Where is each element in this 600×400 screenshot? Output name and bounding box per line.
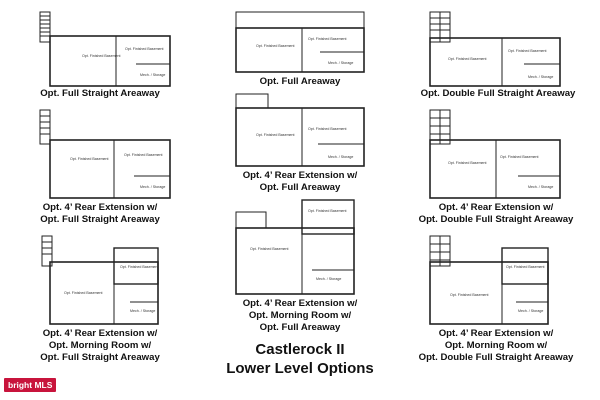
- room-label: Mech. / Storage: [140, 185, 165, 189]
- plan-caption: Opt. 4’ Rear Extension w/ Opt. Morning R…: [396, 328, 596, 364]
- floor-plan-drawing: [39, 11, 171, 87]
- room-label: Opt. Finished Basement: [500, 155, 539, 159]
- room-label: Opt. Finished Basement: [308, 209, 347, 213]
- plan-caption: Opt. Full Straight Areaway: [12, 88, 188, 100]
- caption-line: Opt. 4’ Rear Extension w/: [242, 170, 358, 181]
- floor-plan-rear-ext-morning-double-full-straight: [426, 235, 564, 326]
- plan-caption: Opt. 4’ Rear Extension w/ Opt. Full Area…: [206, 170, 394, 194]
- room-label: Mech. / Storage: [130, 309, 155, 313]
- caption-line: Opt. 4’ Rear Extension w/: [438, 202, 554, 213]
- plan-caption: Opt. 4’ Rear Extension w/ Opt. Morning R…: [12, 328, 188, 364]
- room-label: Opt. Finished Basement: [308, 37, 347, 41]
- room-label: Mech. / Storage: [328, 61, 353, 65]
- room-label: Opt. Finished Basement: [124, 153, 163, 157]
- room-label: Opt. Finished Basement: [448, 161, 487, 165]
- room-label: Opt. Finished Basement: [82, 54, 121, 58]
- room-label: Mech. / Storage: [328, 155, 353, 159]
- caption-line: Opt. Morning Room w/: [248, 310, 352, 321]
- floor-plan-rear-ext-morning-full-areaway: [232, 199, 368, 296]
- caption-line: Opt. Full Areaway: [259, 322, 341, 333]
- floor-plan-drawing: [429, 109, 561, 199]
- caption-line: Opt. Double Full Straight Areaway: [418, 214, 574, 225]
- room-label: Opt. Finished Basement: [450, 293, 489, 297]
- floor-plan-drawing: [429, 235, 549, 325]
- caption-line: Opt. Double Full Straight Areaway: [420, 88, 576, 99]
- plan-caption: Opt. 4’ Rear Extension w/ Opt. Double Fu…: [396, 202, 596, 226]
- caption-line: Opt. Double Full Straight Areaway: [418, 352, 574, 363]
- caption-line: Opt. 4’ Rear Extension w/: [242, 298, 358, 309]
- room-label: Mech. / Storage: [140, 73, 165, 77]
- room-label: Opt. Finished Basement: [120, 265, 159, 269]
- caption-line: Opt. 4’ Rear Extension w/: [438, 328, 554, 339]
- caption-line: Opt. Full Areaway: [259, 76, 341, 87]
- page-title: Castlerock II Lower Level Options: [200, 340, 400, 378]
- room-label: Mech. / Storage: [528, 75, 553, 79]
- room-label: Opt. Finished Basement: [64, 291, 103, 295]
- room-label: Mech. / Storage: [518, 309, 543, 313]
- watermark: bright MLS: [0, 372, 72, 400]
- plan-caption: Opt. 4’ Rear Extension w/ Opt. Morning R…: [206, 298, 394, 334]
- room-label: Mech. / Storage: [316, 277, 341, 281]
- room-label: Opt. Finished Basement: [70, 157, 109, 161]
- caption-line: Opt. Full Straight Areaway: [40, 352, 160, 363]
- caption-line: Opt. 4’ Rear Extension w/: [42, 328, 158, 339]
- floor-plan-rear-ext-double-full-straight: [426, 109, 564, 200]
- room-label: Opt. Finished Basement: [506, 265, 545, 269]
- floor-plan-drawing: [429, 11, 561, 87]
- room-label: Mech. / Storage: [528, 185, 553, 189]
- room-label: Opt. Finished Basement: [308, 127, 347, 131]
- caption-line: Opt. Full Straight Areaway: [40, 88, 160, 99]
- caption-line: Opt. Full Straight Areaway: [40, 214, 160, 225]
- floor-plan-drawing: [235, 199, 355, 295]
- floor-plan-rear-ext-full-areaway: [232, 93, 368, 168]
- plan-caption: Opt. 4’ Rear Extension w/ Opt. Full Stra…: [12, 202, 188, 226]
- caption-line: Opt. 4’ Rear Extension w/: [42, 202, 158, 213]
- floor-plan-rear-ext-morning-full-straight: [36, 235, 176, 326]
- room-label: Opt. Finished Basement: [256, 133, 295, 137]
- floor-plan-drawing: [235, 93, 365, 167]
- title-line-1: Castlerock II: [255, 341, 345, 358]
- room-label: Opt. Finished Basement: [508, 49, 547, 53]
- room-label: Opt. Finished Basement: [256, 44, 295, 48]
- floor-plan-double-full-straight-areaway: [426, 11, 564, 88]
- caption-line: Opt. Full Areaway: [259, 182, 341, 193]
- room-label: Opt. Finished Basement: [125, 47, 164, 51]
- floor-plan-drawing: [235, 11, 365, 73]
- title-line-2: Lower Level Options: [226, 360, 374, 377]
- plan-caption: Opt. Full Areaway: [212, 76, 388, 88]
- room-label: Opt. Finished Basement: [448, 57, 487, 61]
- caption-line: Opt. Morning Room w/: [48, 340, 152, 351]
- floor-plan-full-areaway: [232, 11, 368, 74]
- floor-plan-full-straight-areaway: [36, 11, 176, 88]
- floor-plan-rear-ext-full-straight: [36, 109, 176, 200]
- plan-caption: Opt. Double Full Straight Areaway: [400, 88, 596, 100]
- room-label: Opt. Finished Basement: [250, 247, 289, 251]
- caption-line: Opt. Morning Room w/: [444, 340, 548, 351]
- floor-plan-drawing: [39, 109, 171, 199]
- floor-plan-drawing: [41, 235, 159, 325]
- watermark-logo: bright MLS: [4, 378, 57, 392]
